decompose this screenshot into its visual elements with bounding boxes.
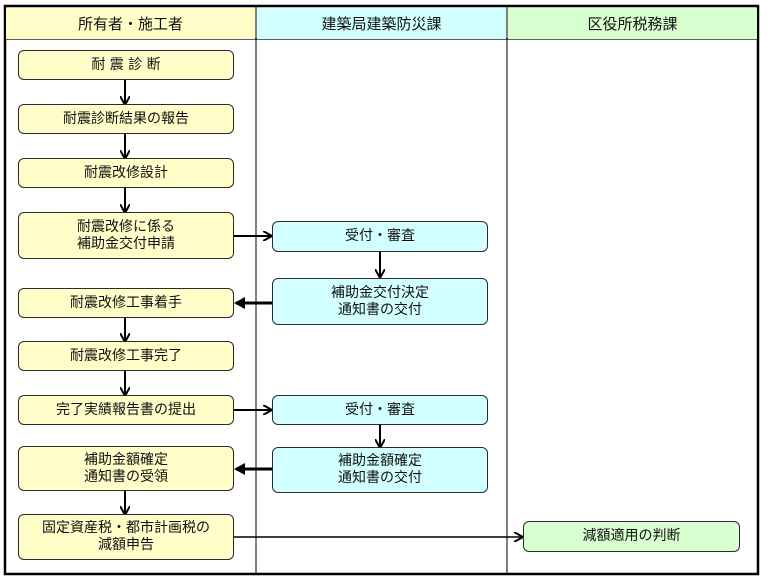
step-amount-confirmation-notice: 補助金額確定 通知書の交付 (272, 447, 488, 493)
header-building-bureau: 建築局建築防災課 (257, 8, 506, 39)
header-ward-tax: 区役所税務課 (508, 8, 757, 39)
step-construction-start: 耐震改修工事着手 (18, 288, 234, 318)
step-seismic-diagnosis: 耐 震 診 断 (18, 50, 234, 80)
step-diagnosis-report: 耐震診断結果の報告 (18, 104, 234, 134)
step-reception-review-2: 受付・審査 (272, 395, 488, 425)
step-tax-reduction-filing: 固定資産税・都市計画税の 減額申告 (18, 514, 234, 560)
step-subsidy-application: 耐震改修に係る 補助金交付申請 (18, 212, 234, 259)
step-reception-review-1: 受付・審査 (272, 221, 488, 252)
outer-frame (3, 4, 760, 576)
step-receive-confirmation: 補助金額確定 通知書の受領 (18, 446, 234, 491)
step-construction-complete: 耐震改修工事完了 (18, 341, 234, 371)
step-retrofit-design: 耐震改修設計 (18, 158, 234, 188)
step-completion-report: 完了実績報告書の提出 (18, 395, 234, 425)
step-grant-decision-notice: 補助金交付決定 通知書の交付 (272, 278, 488, 325)
header-owner: 所有者・施工者 (6, 8, 255, 39)
step-reduction-decision: 減額適用の判断 (523, 521, 740, 552)
